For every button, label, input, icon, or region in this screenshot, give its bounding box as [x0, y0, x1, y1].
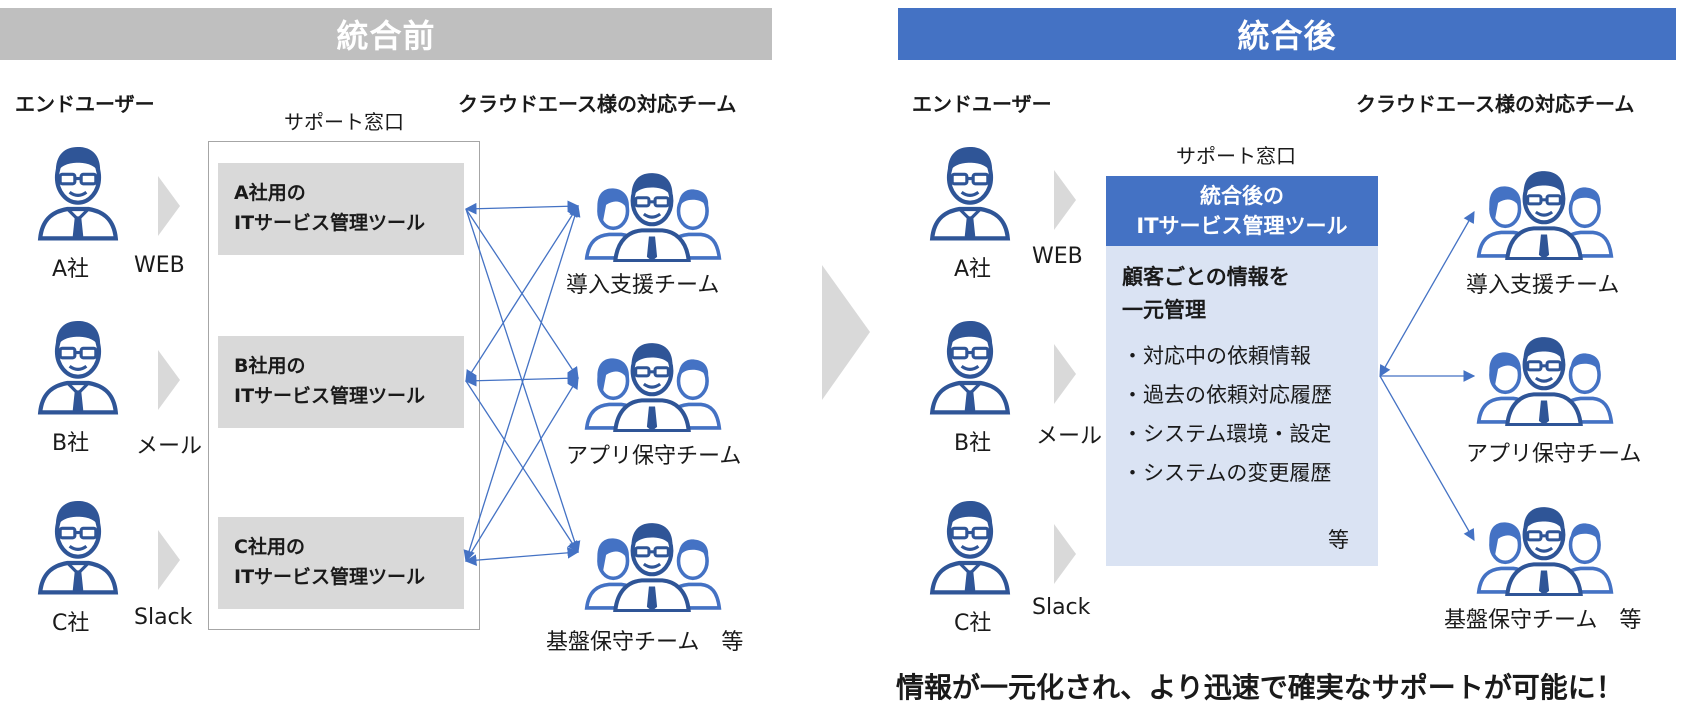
before-team-1: 導入支援チーム	[566, 273, 720, 298]
before-team-heading: クラウドエース様の対応チーム	[458, 92, 737, 116]
unified-tool-list: ・対応中の依頼情報 ・過去の依頼対応履歴 ・システム環境・設定 ・システムの変更…	[1122, 340, 1332, 496]
before-tool-b: B社用の ITサービス管理ツール	[218, 336, 464, 428]
before-tool-c-line2: ITサービス管理ツール	[234, 566, 426, 588]
before-channel-mail: メール	[136, 434, 203, 459]
before-tool-b-line2: ITサービス管理ツール	[234, 385, 426, 407]
before-team-3: 基盤保守チーム 等	[546, 630, 744, 655]
after-banner: 統合後	[898, 8, 1676, 60]
unified-tool-item: ・システムの変更履歴	[1122, 461, 1332, 485]
after-channel-web: WEB	[1032, 244, 1083, 269]
after-channel-slack: Slack	[1032, 595, 1091, 620]
chevron-arrow-icon	[1054, 170, 1076, 230]
after-channel-mail: メール	[1036, 424, 1103, 449]
chevron-arrow-icon	[158, 176, 180, 236]
before-user-a-name: A社	[52, 257, 90, 282]
before-user-c-name: C社	[52, 611, 90, 636]
before-tool-c: C社用の ITサービス管理ツール	[218, 517, 464, 609]
unified-tool-subtitle-line1: 顧客ごとの情報を	[1122, 265, 1290, 289]
unified-tool-box: 統合後の ITサービス管理ツール 顧客ごとの情報を 一元管理 ・対応中の依頼情報…	[1106, 176, 1378, 566]
before-support-label: サポート窓口	[284, 110, 404, 134]
unified-tool-subtitle: 顧客ごとの情報を 一元管理	[1122, 261, 1290, 327]
before-channel-web: WEB	[134, 253, 185, 278]
conclusion-text: 情報が一元化され、より迅速で確実なサポートが可能に！	[896, 671, 1624, 704]
unified-tool-item: ・過去の依頼対応履歴	[1122, 383, 1332, 407]
unified-tool-title-line2: ITサービス管理ツール	[1136, 214, 1348, 238]
before-tool-a-line2: ITサービス管理ツール	[234, 212, 426, 234]
after-team-3: 基盤保守チーム 等	[1444, 608, 1642, 633]
big-chevron-icon	[822, 265, 870, 400]
after-team-1: 導入支援チーム	[1466, 273, 1620, 298]
unified-tool-subtitle-line2: 一元管理	[1122, 298, 1206, 322]
after-user-c-name: C社	[954, 611, 992, 636]
after-user-b-name: B社	[954, 431, 992, 456]
before-tool-a: A社用の ITサービス管理ツール	[218, 163, 464, 255]
chevron-arrow-icon	[1054, 344, 1076, 404]
before-team-2: アプリ保守チーム	[566, 444, 742, 469]
before-tool-a-line1: A社用の	[234, 182, 306, 204]
unified-tool-item: ・システム環境・設定	[1122, 422, 1332, 446]
before-end-user-heading: エンドユーザー	[15, 92, 155, 116]
after-support-label: サポート窓口	[1176, 144, 1296, 168]
chevron-arrow-icon	[1054, 524, 1076, 584]
before-user-b-name: B社	[52, 431, 90, 456]
before-tool-b-line1: B社用の	[234, 355, 306, 377]
after-team-heading: クラウドエース様の対応チーム	[1356, 92, 1635, 116]
before-banner: 統合前	[0, 8, 772, 60]
unified-tool-etc: 等	[1328, 528, 1349, 552]
before-tool-c-line1: C社用の	[234, 536, 305, 558]
unified-tool-title: 統合後の ITサービス管理ツール	[1106, 176, 1378, 246]
unified-tool-item: ・対応中の依頼情報	[1122, 344, 1311, 368]
unified-tool-title-line1: 統合後の	[1200, 184, 1284, 208]
chevron-arrow-icon	[158, 530, 180, 590]
before-channel-slack: Slack	[134, 605, 193, 630]
after-user-a-name: A社	[954, 257, 992, 282]
after-team-2: アプリ保守チーム	[1466, 442, 1642, 467]
after-end-user-heading: エンドユーザー	[912, 92, 1052, 116]
chevron-arrow-icon	[158, 350, 180, 410]
